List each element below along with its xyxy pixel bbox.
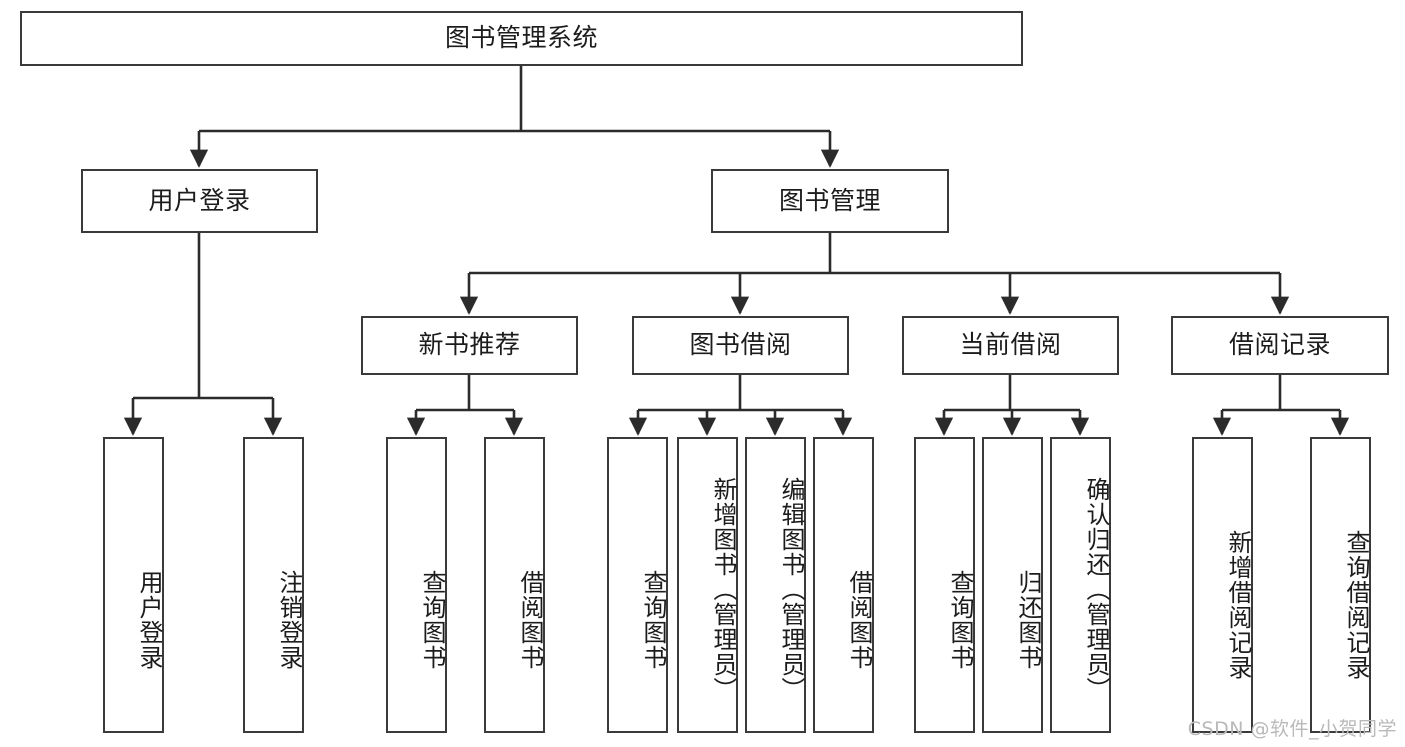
node-label: 借阅图书 bbox=[516, 570, 544, 670]
node-root-book-management-system[interactable]: 图书管理系统 bbox=[20, 11, 1023, 66]
leaf-borrow-edit-book-admin[interactable]: 编辑图书（管理员） bbox=[745, 437, 806, 733]
leaf-borrow-borrow-book[interactable]: 借阅图书 bbox=[813, 437, 874, 733]
node-label: 编辑图书（管理员） bbox=[777, 476, 805, 702]
leaf-user-login-signout[interactable]: 注销登录 bbox=[243, 437, 304, 733]
leaf-borrow-add-book-admin[interactable]: 新增图书（管理员） bbox=[677, 437, 738, 733]
node-label: 确认归还（管理员） bbox=[1082, 476, 1110, 702]
node-book-management[interactable]: 图书管理 bbox=[711, 169, 949, 233]
node-label: 查询借阅记录 bbox=[1342, 530, 1370, 680]
leaf-user-login-signin[interactable]: 用户登录 bbox=[103, 437, 164, 733]
node-label: 新增借阅记录 bbox=[1224, 530, 1252, 680]
leaf-borrow-query-book[interactable]: 查询图书 bbox=[607, 437, 668, 733]
node-label: 新增图书（管理员） bbox=[709, 476, 737, 702]
leaf-new-book-borrow[interactable]: 借阅图书 bbox=[484, 437, 545, 733]
node-book-borrow[interactable]: 图书借阅 bbox=[632, 316, 849, 375]
leaf-new-book-query[interactable]: 查询图书 bbox=[386, 437, 447, 733]
node-new-book-recommend[interactable]: 新书推荐 bbox=[361, 316, 578, 375]
node-label: 图书管理 bbox=[778, 185, 881, 215]
node-label: 当前借阅 bbox=[959, 330, 1062, 360]
node-label: 用户登录 bbox=[135, 570, 163, 670]
leaf-current-confirm-return-admin[interactable]: 确认归还（管理员） bbox=[1050, 437, 1111, 733]
node-current-borrow[interactable]: 当前借阅 bbox=[902, 316, 1119, 375]
node-label: 用户登录 bbox=[148, 185, 251, 215]
leaf-record-add-borrow-record[interactable]: 新增借阅记录 bbox=[1192, 437, 1253, 733]
node-label: 归还图书 bbox=[1014, 570, 1042, 670]
leaf-record-query-borrow-record[interactable]: 查询借阅记录 bbox=[1310, 437, 1371, 733]
node-label: 新书推荐 bbox=[418, 330, 521, 360]
leaf-current-query-book[interactable]: 查询图书 bbox=[914, 437, 975, 733]
node-label: 图书借阅 bbox=[689, 330, 792, 360]
node-label: 查询图书 bbox=[639, 570, 667, 670]
node-user-login[interactable]: 用户登录 bbox=[81, 169, 318, 233]
node-label: 图书管理系统 bbox=[444, 23, 598, 53]
node-label: 借阅记录 bbox=[1228, 330, 1331, 360]
node-label: 注销登录 bbox=[275, 570, 303, 670]
leaf-current-return-book[interactable]: 归还图书 bbox=[982, 437, 1043, 733]
node-label: 查询图书 bbox=[946, 570, 974, 670]
node-label: 查询图书 bbox=[418, 570, 446, 670]
node-borrow-record[interactable]: 借阅记录 bbox=[1171, 316, 1389, 375]
node-label: 借阅图书 bbox=[845, 570, 873, 670]
